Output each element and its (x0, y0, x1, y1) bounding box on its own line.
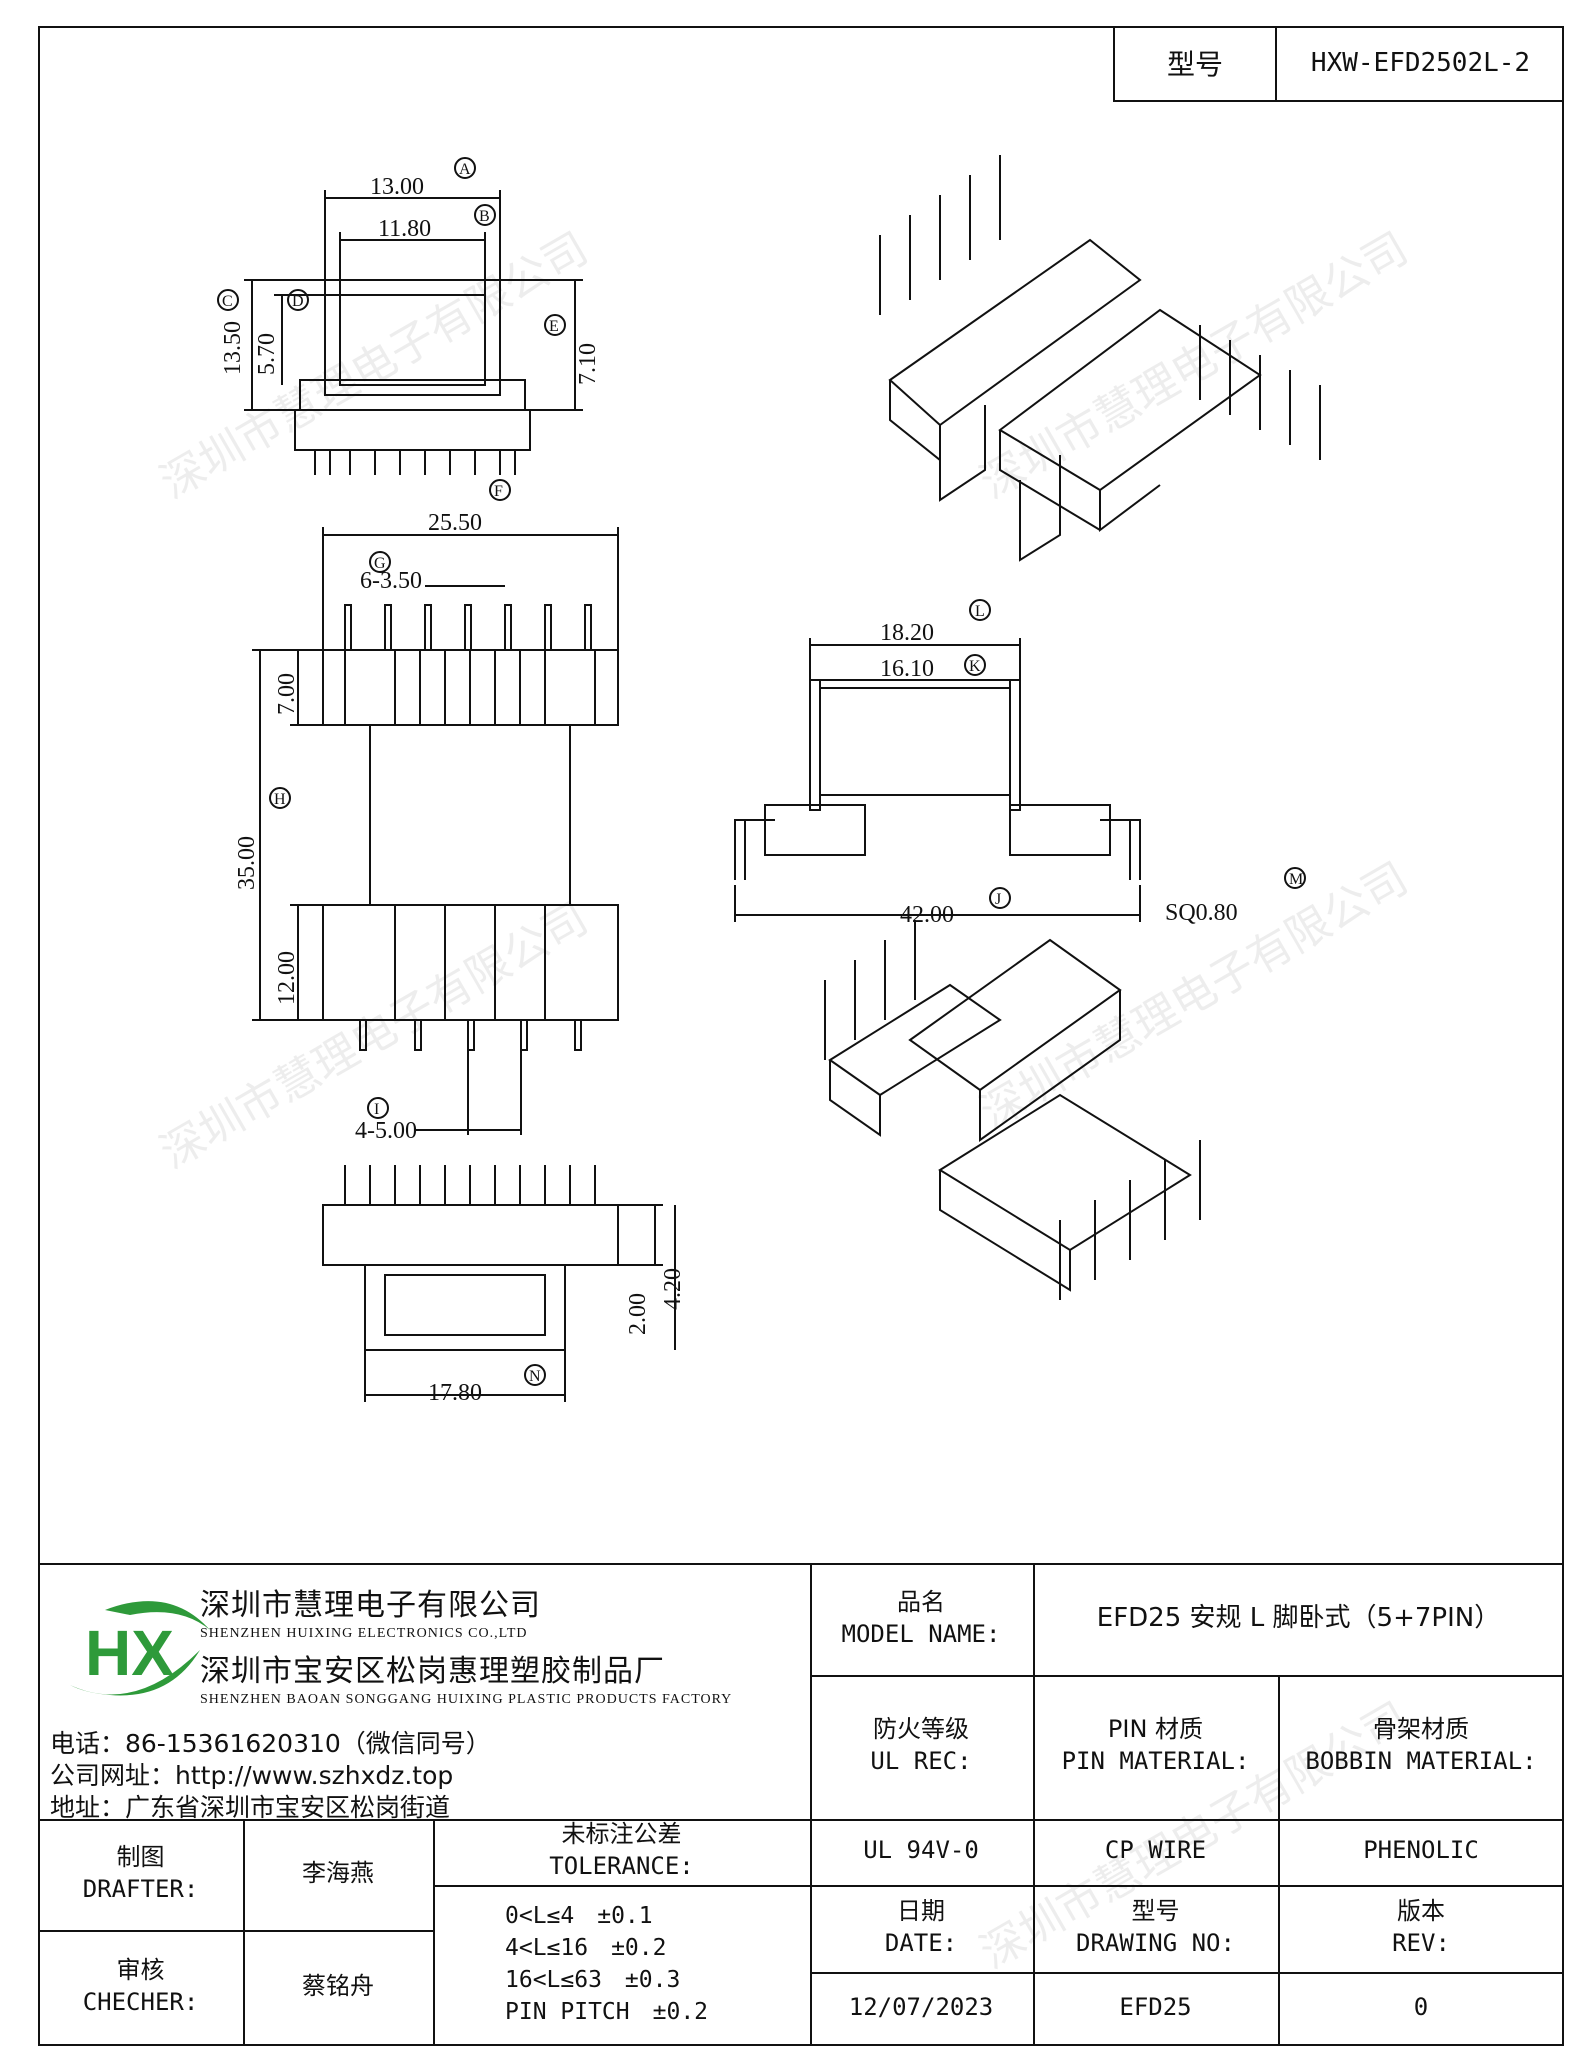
checker-name: 蔡铭舟 (302, 1972, 374, 2000)
address: 地址：广东省深圳市宝安区松岗街道 (50, 1793, 451, 1822)
marker-c: C (222, 293, 233, 310)
marker-i: I (374, 1101, 379, 1118)
isometric-view-bottom (824, 920, 1201, 1300)
marker-f: F (494, 483, 503, 500)
dim-17-80: 17.80 (428, 1380, 482, 1406)
tolerance-row: 16<L≤63 ±0.3 (505, 1966, 681, 1993)
company-logo: HX (70, 1601, 210, 1696)
tolerance-row: PIN PITCH ±0.2 (505, 1998, 709, 2025)
ul-value: UL 94V-0 (863, 1836, 979, 1864)
rev-value: 0 (1413, 1993, 1429, 2021)
company-name-cn: 深圳市慧理电子有限公司 (200, 1588, 541, 1623)
top-view: 13.00 11.80 13.50 5.70 7.10 A B C D E (217, 157, 601, 475)
company-name-en: SHENZHEN HUIXING ELECTRONICS CO.,LTD (200, 1626, 528, 1641)
dim-16-10: 16.10 (880, 656, 934, 682)
marker-d: D (292, 293, 304, 310)
model-number-box: 型号 HXW-EFD2502L-2 (1113, 26, 1564, 102)
marker-n: N (529, 1368, 541, 1385)
dim-2-00: 2.00 (625, 1293, 651, 1335)
dim-sq: SQ0.80 (1165, 900, 1238, 926)
dim-5-70: 5.70 (254, 333, 280, 375)
dim-7-10: 7.10 (575, 343, 601, 385)
marker-e: E (549, 318, 559, 335)
model-value: HXW-EFD2502L-2 (1310, 48, 1531, 78)
dim-7-00: 7.00 (274, 673, 300, 715)
factory-name-cn: 深圳市宝安区松岗惠理塑胶制品厂 (200, 1654, 665, 1689)
dim-13-50: 13.50 (220, 321, 246, 375)
dim-11-80: 11.80 (378, 216, 431, 242)
company-info: 深圳市慧理电子有限公司 SHENZHEN HUIXING ELECTRONICS… (200, 1580, 732, 1712)
marker-m: M (1289, 871, 1303, 888)
marker-j: J (995, 891, 1001, 908)
pin-material-value: CP WIRE (1104, 1836, 1207, 1864)
tolerance-row: 0<L≤4 ±0.1 (505, 1902, 653, 1929)
drafter-name: 李海燕 (302, 1858, 374, 1887)
technical-drawing: 13.00 11.80 13.50 5.70 7.10 A B C D E (217, 155, 1321, 1406)
logo-text: HX (85, 1617, 174, 1689)
phone: 电话：86-15361620310（微信同号） (50, 1729, 491, 1758)
dim-35-00: 35.00 (234, 836, 260, 890)
dim-13-00: 13.00 (370, 174, 424, 200)
marker-k: K (969, 658, 981, 675)
title-block (38, 1563, 1564, 2046)
marker-g: G (374, 555, 386, 572)
marker-l: L (975, 603, 985, 620)
dim-42-00: 42.00 (900, 902, 954, 928)
bobbin-material-value: PHENOLIC (1363, 1836, 1479, 1864)
model-label: 型号 (1115, 26, 1277, 100)
dim-18-20: 18.20 (880, 620, 934, 646)
marker-b: B (479, 208, 490, 225)
front-view: 25.50 F 6-3.50 G 35.00 H 7.00 12.00 4-5.… (234, 479, 619, 1144)
tolerance-table: 0<L≤4 ±0.1 4<L≤16 ±0.2 16<L≤63 ±0.3 PIN … (433, 1883, 810, 2044)
drawing-frame (38, 26, 1564, 2046)
model-name-value: EFD25 安规 L 脚卧式（5+7PIN） (1096, 1603, 1501, 1633)
drawing-no-value: EFD25 (1119, 1993, 1192, 2021)
marker-a: A (459, 161, 471, 178)
bottom-view: 17.80 N 2.00 4.20 (322, 1165, 686, 1406)
marker-h: H (274, 791, 286, 808)
factory-name-en: SHENZHEN BAOAN SONGGANG HUIXING PLASTIC … (200, 1692, 733, 1707)
tolerance-row: 4<L≤16 ±0.2 (505, 1934, 667, 1961)
website: 公司网址：http://www.szhxdz.top (50, 1761, 454, 1790)
isometric-view-top (879, 155, 1321, 562)
dim-4-5-00: 4-5.00 (355, 1118, 417, 1144)
date-value: 12/07/2023 (848, 1993, 994, 2021)
side-elevation: 42.00 J 18.20 L 16.10 K SQ0.80 M (734, 599, 1306, 928)
dim-12-00: 12.00 (274, 951, 300, 1005)
dim-25-50: 25.50 (428, 510, 482, 536)
dim-6-3-50: 6-3.50 (360, 568, 422, 594)
contact-info: 电话：86-15361620310（微信同号） 公司网址：http://www.… (50, 1728, 491, 1824)
dim-4-20: 4.20 (660, 1268, 686, 1310)
